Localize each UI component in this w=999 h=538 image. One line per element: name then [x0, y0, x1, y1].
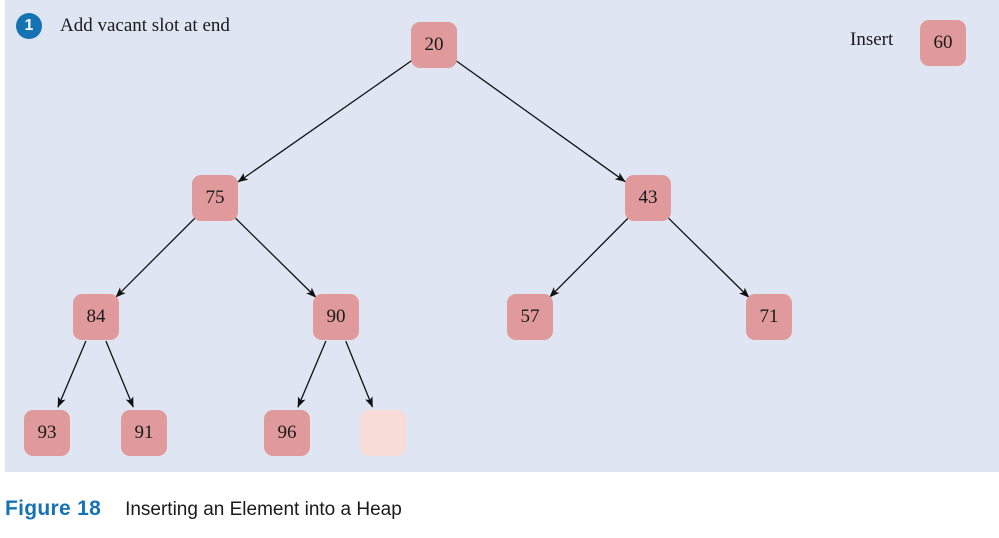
heap-node: 75 — [192, 175, 238, 221]
tree-edge-arrow — [237, 59, 414, 183]
tree-edge-arrow — [297, 340, 327, 408]
heap-node: 20 — [411, 22, 457, 68]
heap-node: 43 — [625, 175, 671, 221]
tree-edge-arrow — [115, 215, 198, 298]
insert-legend-label: Insert — [850, 29, 894, 50]
heap-node: 91 — [121, 410, 167, 456]
step-description-label: Add vacant slot at end — [60, 15, 230, 36]
figure-number-label: Figure 18 — [5, 497, 102, 520]
heap-node: 96 — [264, 410, 310, 456]
tree-edge-arrow — [454, 59, 626, 183]
tree-edge-arrow — [345, 340, 374, 408]
step-number-badge: 1 — [16, 13, 42, 39]
heap-node-vacant — [360, 410, 406, 456]
figure-illustration-panel: 1 Add vacant slot at end Insert 60 20 75 4… — [5, 0, 999, 472]
heap-node: 90 — [313, 294, 359, 340]
heap-node: 84 — [73, 294, 119, 340]
tree-edge-arrow — [549, 216, 631, 298]
tree-edge-arrow — [57, 340, 87, 408]
insert-value-node: 60 — [920, 20, 966, 66]
tree-edge-arrow — [233, 215, 317, 298]
figure-caption: Figure 18 Inserting an Element into a He… — [5, 497, 402, 521]
figure-title-label: Inserting an Element into a Heap — [125, 499, 402, 520]
heap-node: 71 — [746, 294, 792, 340]
tree-edge-layer — [57, 59, 750, 408]
tree-edge-arrow — [666, 215, 750, 298]
heap-node: 57 — [507, 294, 553, 340]
heap-node: 93 — [24, 410, 70, 456]
tree-edge-arrow — [105, 340, 134, 408]
